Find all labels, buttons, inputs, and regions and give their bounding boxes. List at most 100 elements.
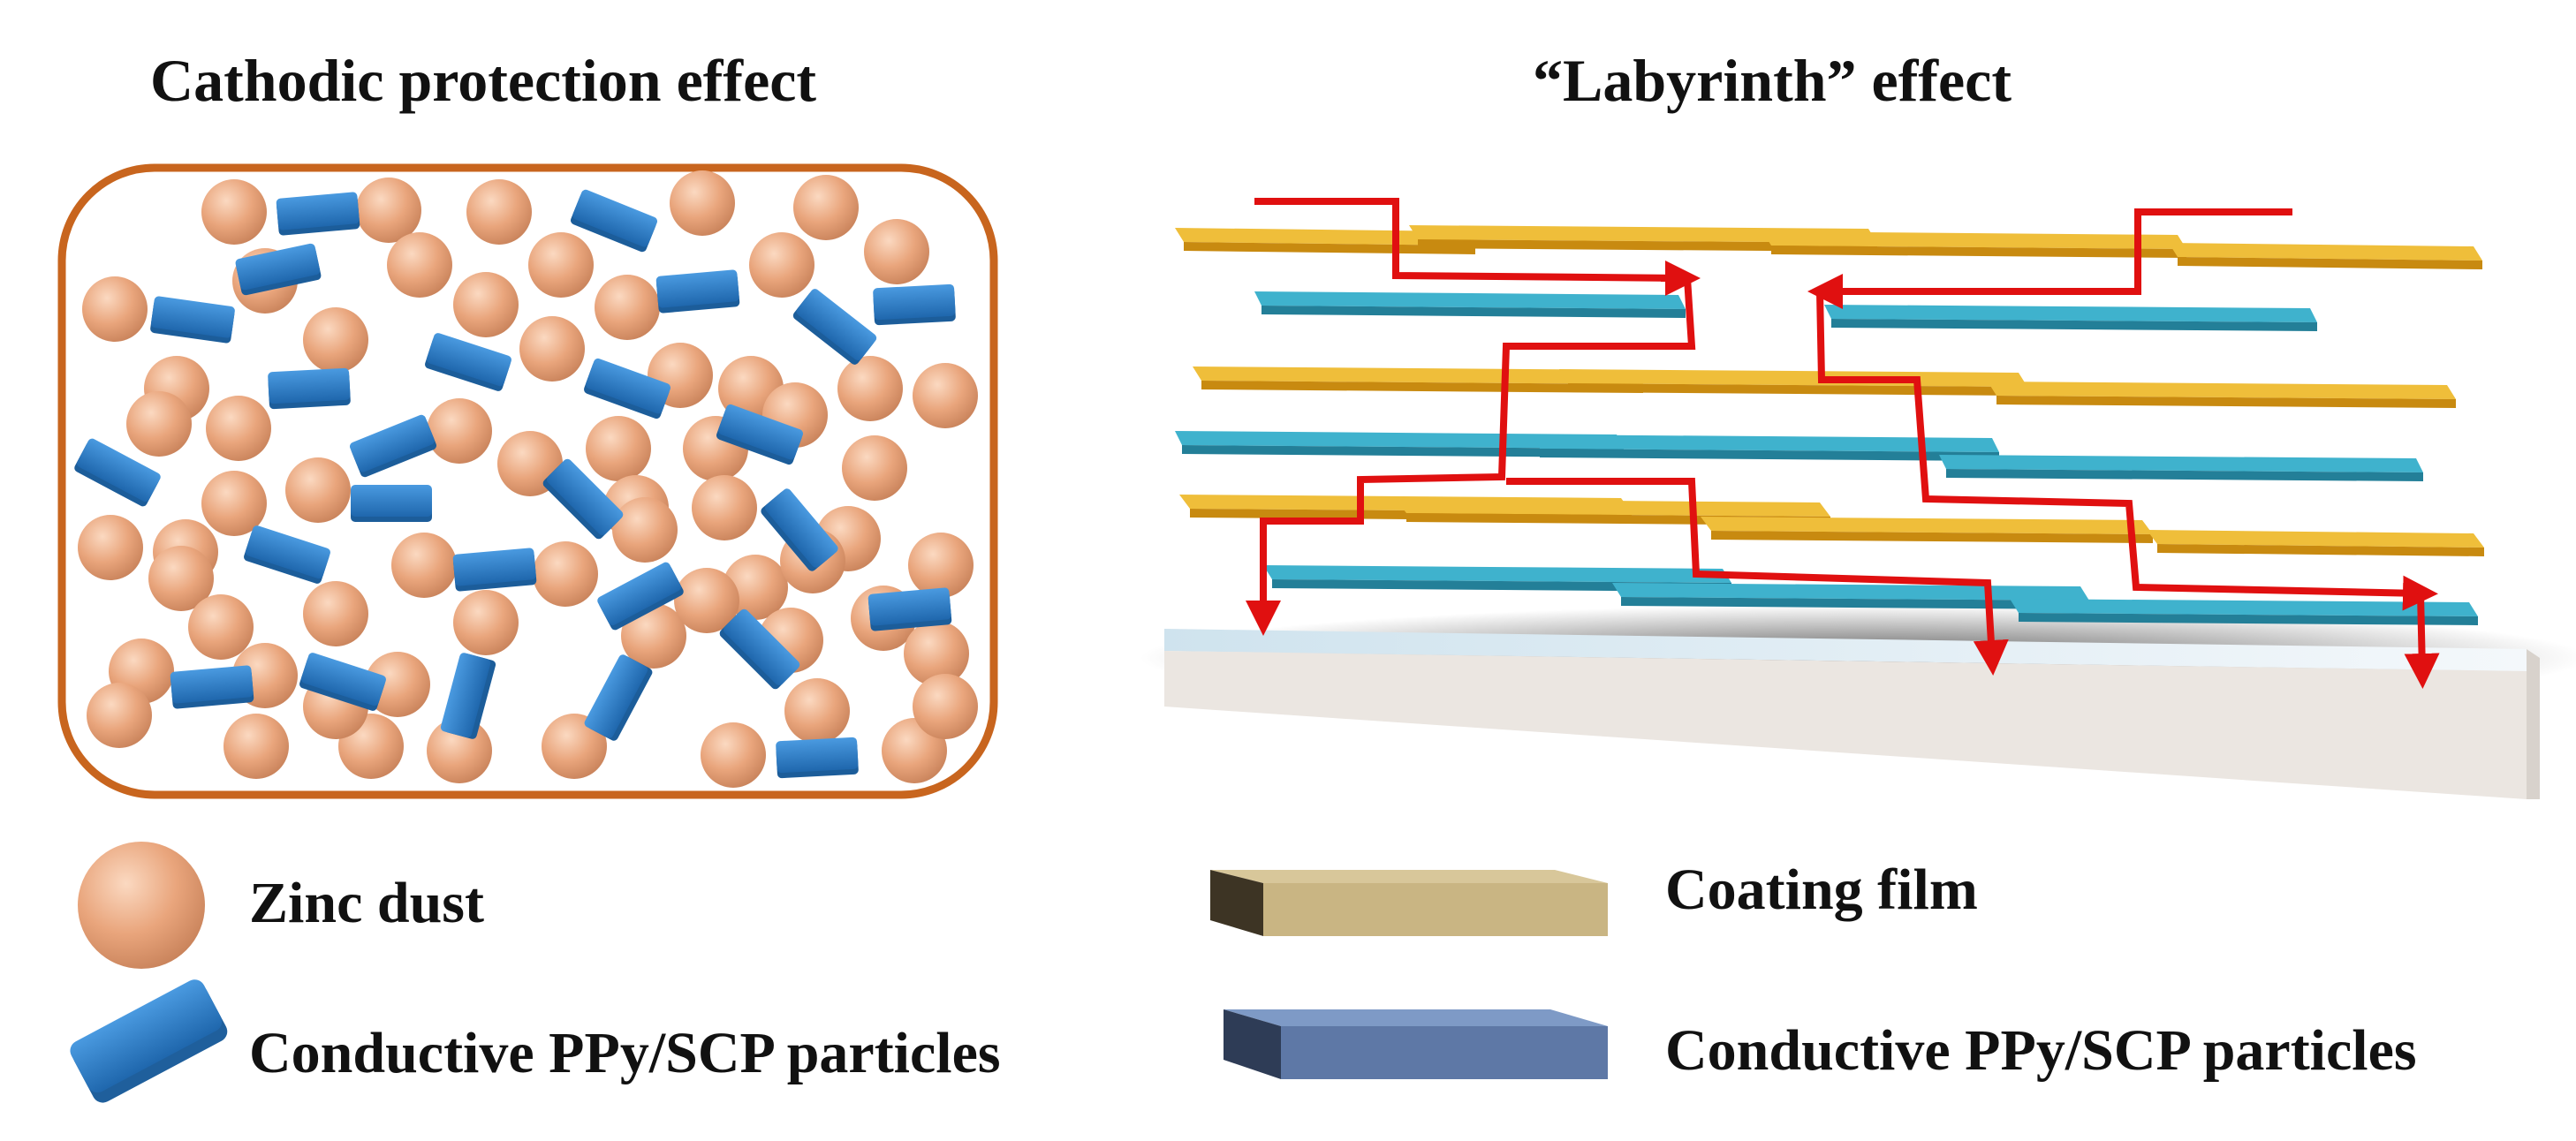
ppy-particle-face [351, 485, 432, 517]
ppy-particle [425, 333, 511, 391]
plate-top [1612, 583, 2089, 601]
plate-top [1762, 231, 2186, 249]
coating-film-plate [2169, 243, 2482, 269]
zinc-particle [365, 652, 430, 717]
coating-film-plate [2147, 530, 2484, 556]
plate-top [1175, 228, 1475, 246]
plate-edge [1184, 242, 1475, 254]
zinc-particle [864, 219, 929, 284]
ppy-particle [776, 737, 859, 779]
legend-coating-icon [1210, 870, 1608, 936]
zinc-particle [466, 179, 532, 245]
ppy-particle-face [764, 488, 838, 568]
ppy-particle [792, 289, 877, 365]
zinc-particle [519, 316, 585, 382]
zinc-particle [692, 475, 757, 540]
plate-edge [1996, 396, 2456, 408]
zinc-particle [78, 515, 143, 580]
ppy-particle-face [723, 608, 800, 686]
ppy-particle [719, 608, 800, 690]
ppy-particle [351, 485, 432, 522]
coating-film-plate [1559, 369, 2027, 396]
diffusion-path [1246, 198, 1696, 636]
ppy-particle-face [151, 296, 235, 338]
zinc-particle [749, 232, 814, 298]
ppy-plate [1175, 431, 1624, 457]
zinc-particle [908, 533, 974, 598]
ppy-particle-face [276, 192, 360, 230]
coating-film-plate [1175, 228, 1475, 254]
ppy-particle [597, 562, 684, 631]
plate-edge [1711, 531, 2153, 543]
ppy-particle [655, 269, 740, 314]
ppy-particle [452, 548, 537, 592]
plate-edge [1201, 381, 1643, 393]
plate-edge [2019, 613, 2478, 625]
plate-top [1263, 565, 1731, 583]
legend-ppy-label-right: Conductive PPy/SCP particles [1665, 1018, 2417, 1083]
labyrinth-diagram [1140, 198, 2576, 799]
ppy-particle-face [873, 283, 956, 321]
plate-top [1824, 305, 2317, 322]
substrate-side [2527, 649, 2540, 799]
legend-zinc-icon [78, 842, 205, 969]
coating-film-plate [1988, 382, 2456, 408]
legend-ppy-label-left: Conductive PPy/SCP particles [249, 1021, 1001, 1085]
diffusion-path [1506, 478, 2009, 676]
zinc-particle [303, 307, 368, 373]
ppy-particle-face [718, 404, 803, 460]
ppy-particle [570, 189, 658, 253]
zinc-particle [356, 178, 421, 243]
ppy-particle-face [796, 289, 877, 361]
ppy-plate [1533, 434, 1999, 461]
plate-edge [1621, 597, 2089, 609]
ppy-particle-face [776, 737, 859, 774]
ppy-particle [235, 243, 322, 296]
plate-top [1409, 225, 1877, 243]
plate-top [1988, 382, 2456, 399]
ppy-particle [584, 654, 653, 741]
diffusion-path [2404, 593, 2440, 689]
zinc-particle [595, 275, 660, 340]
zinc-particle [904, 621, 969, 686]
plate-top [2010, 599, 2478, 616]
zinc-particle [453, 272, 519, 337]
zinc-particle [837, 356, 903, 421]
ppy-particle-face [349, 414, 435, 472]
plate-edge [1946, 469, 2423, 481]
zinc-particle [427, 398, 492, 464]
zinc-particle [913, 363, 978, 428]
ppy-particle-face [300, 653, 386, 707]
substrate-top [1164, 629, 2527, 671]
cathodic-title: Cathodic protection effect [150, 47, 817, 114]
zinc-particle [674, 568, 739, 633]
ppy-particle-face [170, 665, 254, 704]
labyrinth-title: “Labyrinth” effect [1533, 47, 2012, 114]
zinc-particle [201, 179, 267, 245]
zinc-particle [303, 581, 368, 646]
zinc-particle [387, 232, 452, 298]
ppy-plate [1254, 291, 1686, 318]
plate-top [1193, 366, 1643, 384]
ppy-particle [868, 587, 952, 631]
zinc-particle [148, 546, 214, 611]
plate-top [1939, 455, 2423, 472]
ppy-particle-face [586, 358, 671, 414]
plate-edge [2178, 257, 2482, 269]
zinc-particle [586, 416, 651, 481]
zinc-particle [784, 678, 850, 744]
plate-top [1396, 499, 1830, 517]
ppy-plate [1612, 583, 2089, 609]
ppy-particle [170, 665, 254, 709]
zinc-particle [533, 541, 598, 607]
zinc-particle [793, 175, 859, 240]
legend-plate-icon [1224, 1009, 1608, 1079]
zinc-particle [621, 603, 686, 669]
diffusion-paths [1246, 198, 2440, 689]
ppy-particle [349, 414, 437, 478]
zinc-particle [188, 594, 254, 660]
coating-film-plate [1762, 231, 2186, 258]
zinc-particle [842, 435, 907, 501]
ppy-particle [761, 488, 838, 571]
zinc-particle [206, 396, 271, 461]
